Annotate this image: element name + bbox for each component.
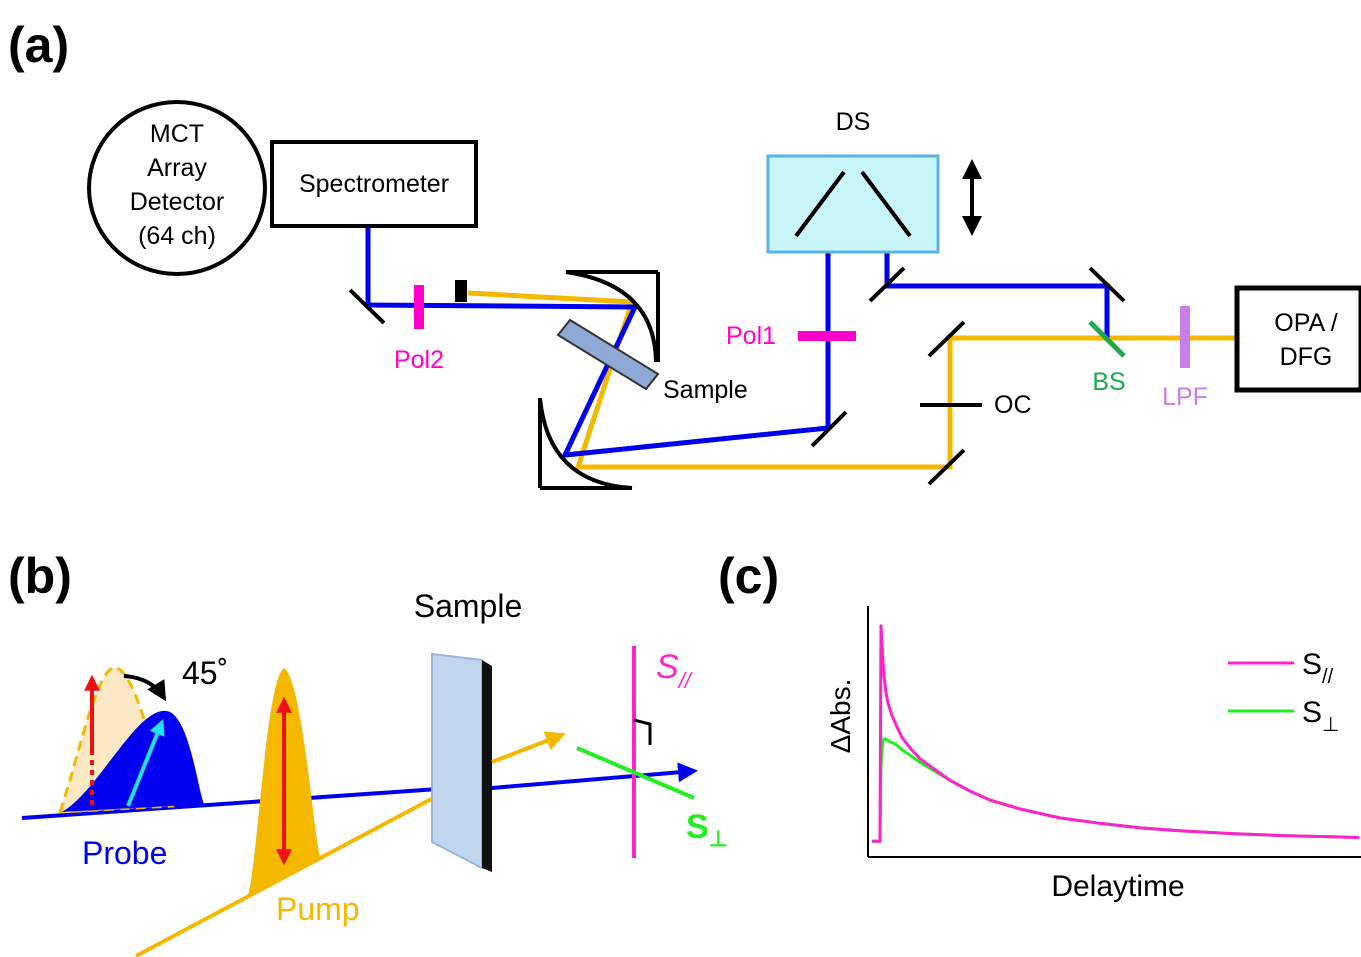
y-axis-label: ΔAbs. xyxy=(825,679,856,754)
pump-beam-line xyxy=(135,786,453,957)
panel-a: (a) MCT Array Detector (64 ch) Spectrome… xyxy=(8,17,1361,490)
parabolic-mirror-top xyxy=(565,270,660,363)
plot-lines xyxy=(872,624,1360,843)
s-perp-line xyxy=(576,746,695,800)
sample-plate xyxy=(556,318,660,391)
pol2-label: Pol2 xyxy=(394,346,444,374)
panel-a-label: (a) xyxy=(8,17,69,73)
sample-label-a: Sample xyxy=(663,376,748,404)
sample-slab-edge xyxy=(482,660,492,872)
sample-label-b: Sample xyxy=(414,588,523,624)
transmitted-probe-arrow xyxy=(491,762,698,790)
probe-beam-line xyxy=(21,786,453,820)
x-axis-label: Delaytime xyxy=(1051,870,1184,903)
pump-label: Pump xyxy=(276,891,360,927)
oc-label: OC xyxy=(994,391,1032,419)
retroreflector-icon xyxy=(794,170,912,238)
lpf-filter xyxy=(1180,306,1190,368)
spectrometer-label: Spectrometer xyxy=(299,170,449,198)
delay-stage-box xyxy=(766,154,940,254)
ds-label: DS xyxy=(836,108,871,136)
panel-b: (b) 45˚ Probe Pump Sample S// S⊥ xyxy=(8,548,728,957)
panel-c-label: (c) xyxy=(718,548,779,604)
s-parallel-label: S// xyxy=(656,648,693,693)
sample-slab xyxy=(431,652,483,870)
beam-block-icon xyxy=(455,280,467,302)
pol1-label: Pol1 xyxy=(726,322,776,350)
series-parallel-line xyxy=(872,624,1360,843)
lpf-label: LPF xyxy=(1162,383,1208,411)
panel-c: (c) Delaytime ΔAbs. S// S⊥ xyxy=(718,548,1361,903)
panel-b-label: (b) xyxy=(8,548,72,604)
transmitted-pump-arrow xyxy=(491,731,566,764)
parabolic-mirror-bottom xyxy=(538,397,633,490)
detector-line4: (64 ch) xyxy=(138,222,216,250)
source-line2: DFG xyxy=(1280,343,1333,371)
probe-pulse-rotated xyxy=(62,710,204,812)
beam-splitter xyxy=(1088,320,1126,358)
pol1-polarizer xyxy=(798,331,856,341)
right-angle-icon xyxy=(633,718,652,745)
detector-line1: MCT xyxy=(150,120,204,148)
angle-label: 45˚ xyxy=(182,655,228,691)
probe-label: Probe xyxy=(82,835,167,871)
probe-beam-path xyxy=(365,202,1110,458)
legend-label-perp: S⊥ xyxy=(1302,696,1339,736)
s-perp-label: S⊥ xyxy=(686,808,728,851)
bs-label: BS xyxy=(1092,368,1125,396)
pump-beam-path xyxy=(467,290,1237,470)
detector-line3: Detector xyxy=(130,188,224,216)
legend-label-parallel: S// xyxy=(1302,648,1334,688)
pol2-polarizer xyxy=(414,285,424,329)
rotated-polarization-arrow xyxy=(126,719,165,807)
source-line1: OPA / xyxy=(1274,309,1338,337)
rotation-arrow-icon xyxy=(123,674,167,702)
mct-detector xyxy=(87,100,267,276)
mirror-icon xyxy=(348,266,1126,486)
opa-dfg-box xyxy=(1234,285,1361,393)
detector-line2: Array xyxy=(147,154,207,182)
spectrometer-box xyxy=(270,140,478,228)
